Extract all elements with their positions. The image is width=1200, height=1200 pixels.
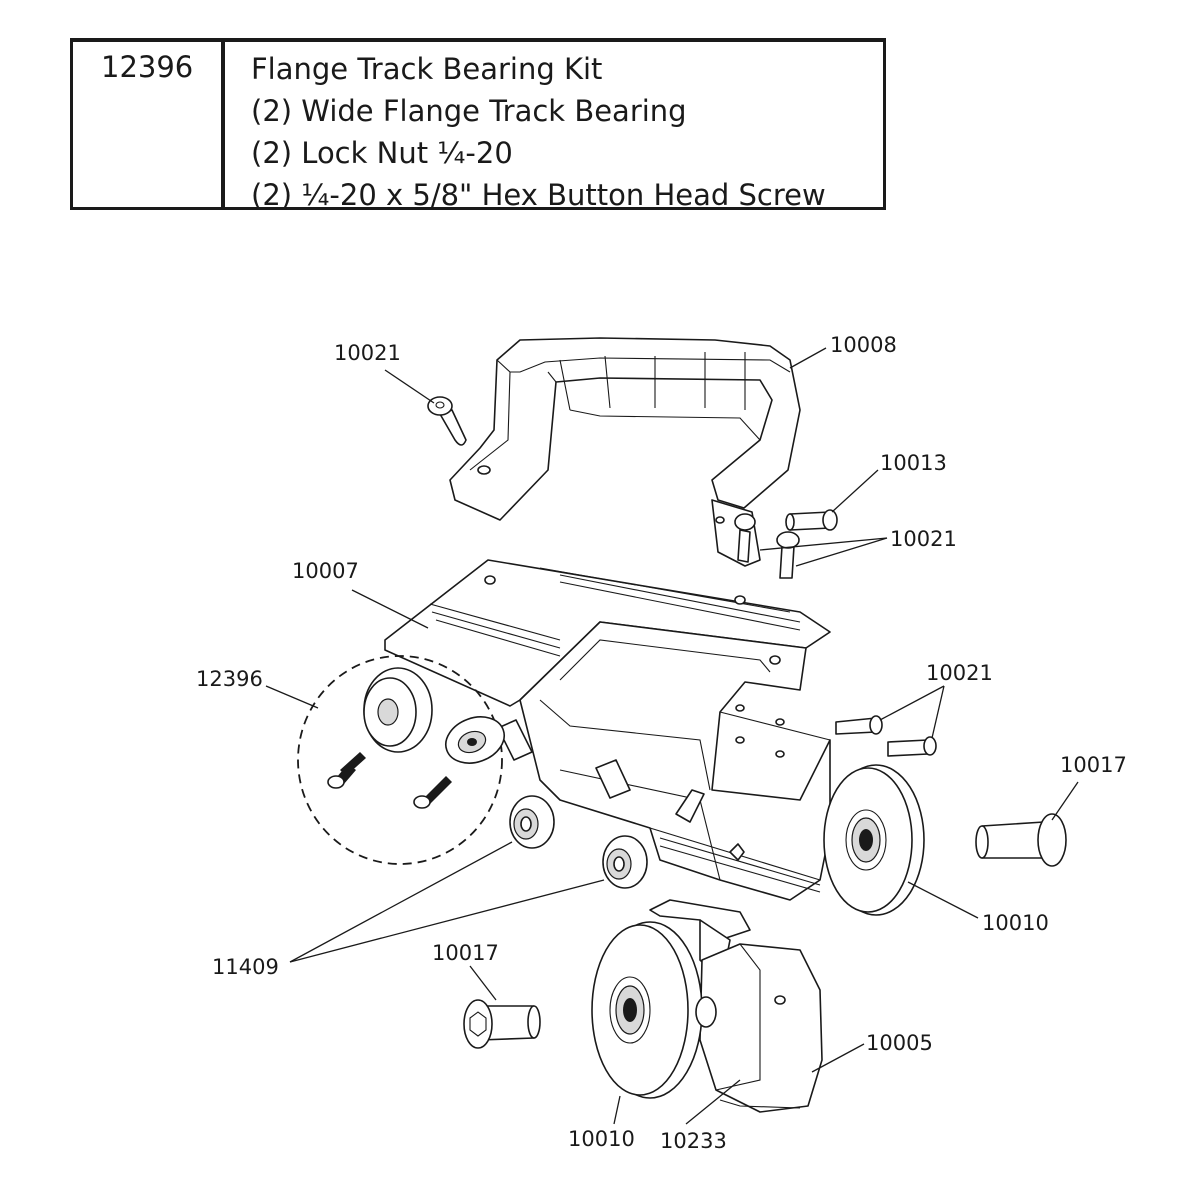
bearing-kit-group: [297, 655, 505, 865]
callout-screw-10013: 10013: [880, 451, 947, 475]
wheel-bottom-part: [591, 921, 717, 1099]
hex-screw-b: [413, 776, 452, 809]
callout-wheel-right: 10010: [982, 911, 1049, 935]
kit-line-title: Flange Track Bearing Kit: [251, 52, 603, 86]
callout-screws-mid-right: 10021: [926, 661, 993, 685]
callout-axle-right: 10017: [1060, 753, 1127, 777]
callout-side-cover: 10005: [866, 1031, 933, 1055]
screw-10021-handle-a: [734, 513, 756, 563]
callout-cover-plate: 10233: [660, 1129, 727, 1153]
bearing-a: [509, 795, 555, 849]
screw-10021-mid-b: [887, 736, 937, 757]
wheel-right-part: [823, 764, 925, 916]
callout-bearing-kit: 12396: [196, 667, 263, 691]
callout-bearings: 11409: [212, 955, 279, 979]
hex-screw-a: [327, 752, 366, 789]
chassis-body: [497, 621, 831, 901]
flange-bearing-b: [445, 716, 505, 764]
callout-screws-right-upper: 10021: [890, 527, 957, 551]
callout-wheel-bottom: 10010: [568, 1127, 635, 1151]
kit-contents: Flange Track Bearing Kit (2) Wide Flange…: [225, 42, 883, 212]
kit-part-number: 12396: [73, 42, 225, 207]
bearing-b: [602, 835, 648, 889]
kit-line-bearing: (2) Wide Flange Track Bearing: [251, 94, 687, 128]
flange-bearing-a: [363, 667, 433, 753]
screw-10021-top: [427, 396, 467, 446]
callout-handle: 10008: [830, 333, 897, 357]
screw-10021-mid-a: [835, 715, 883, 735]
callout-handle-screw-left: 10021: [334, 341, 401, 365]
kit-line-nut: (2) Lock Nut ¼-20: [251, 136, 513, 170]
leader-lines: [265, 347, 1079, 1125]
screw-10013: [785, 509, 838, 531]
screw-10021-handle-b: [776, 531, 800, 579]
axle-bolt-right: [975, 813, 1067, 867]
side-cover-part: [699, 943, 823, 1113]
axle-bolt-left: [463, 999, 541, 1049]
callout-top-plate: 10007: [292, 559, 359, 583]
kit-table: 12396 Flange Track Bearing Kit (2) Wide …: [70, 38, 886, 212]
callout-axle-left: 10017: [432, 941, 499, 965]
kit-line-screw: (2) ¼-20 x 5/8" Hex Button Head Screw: [251, 178, 826, 212]
